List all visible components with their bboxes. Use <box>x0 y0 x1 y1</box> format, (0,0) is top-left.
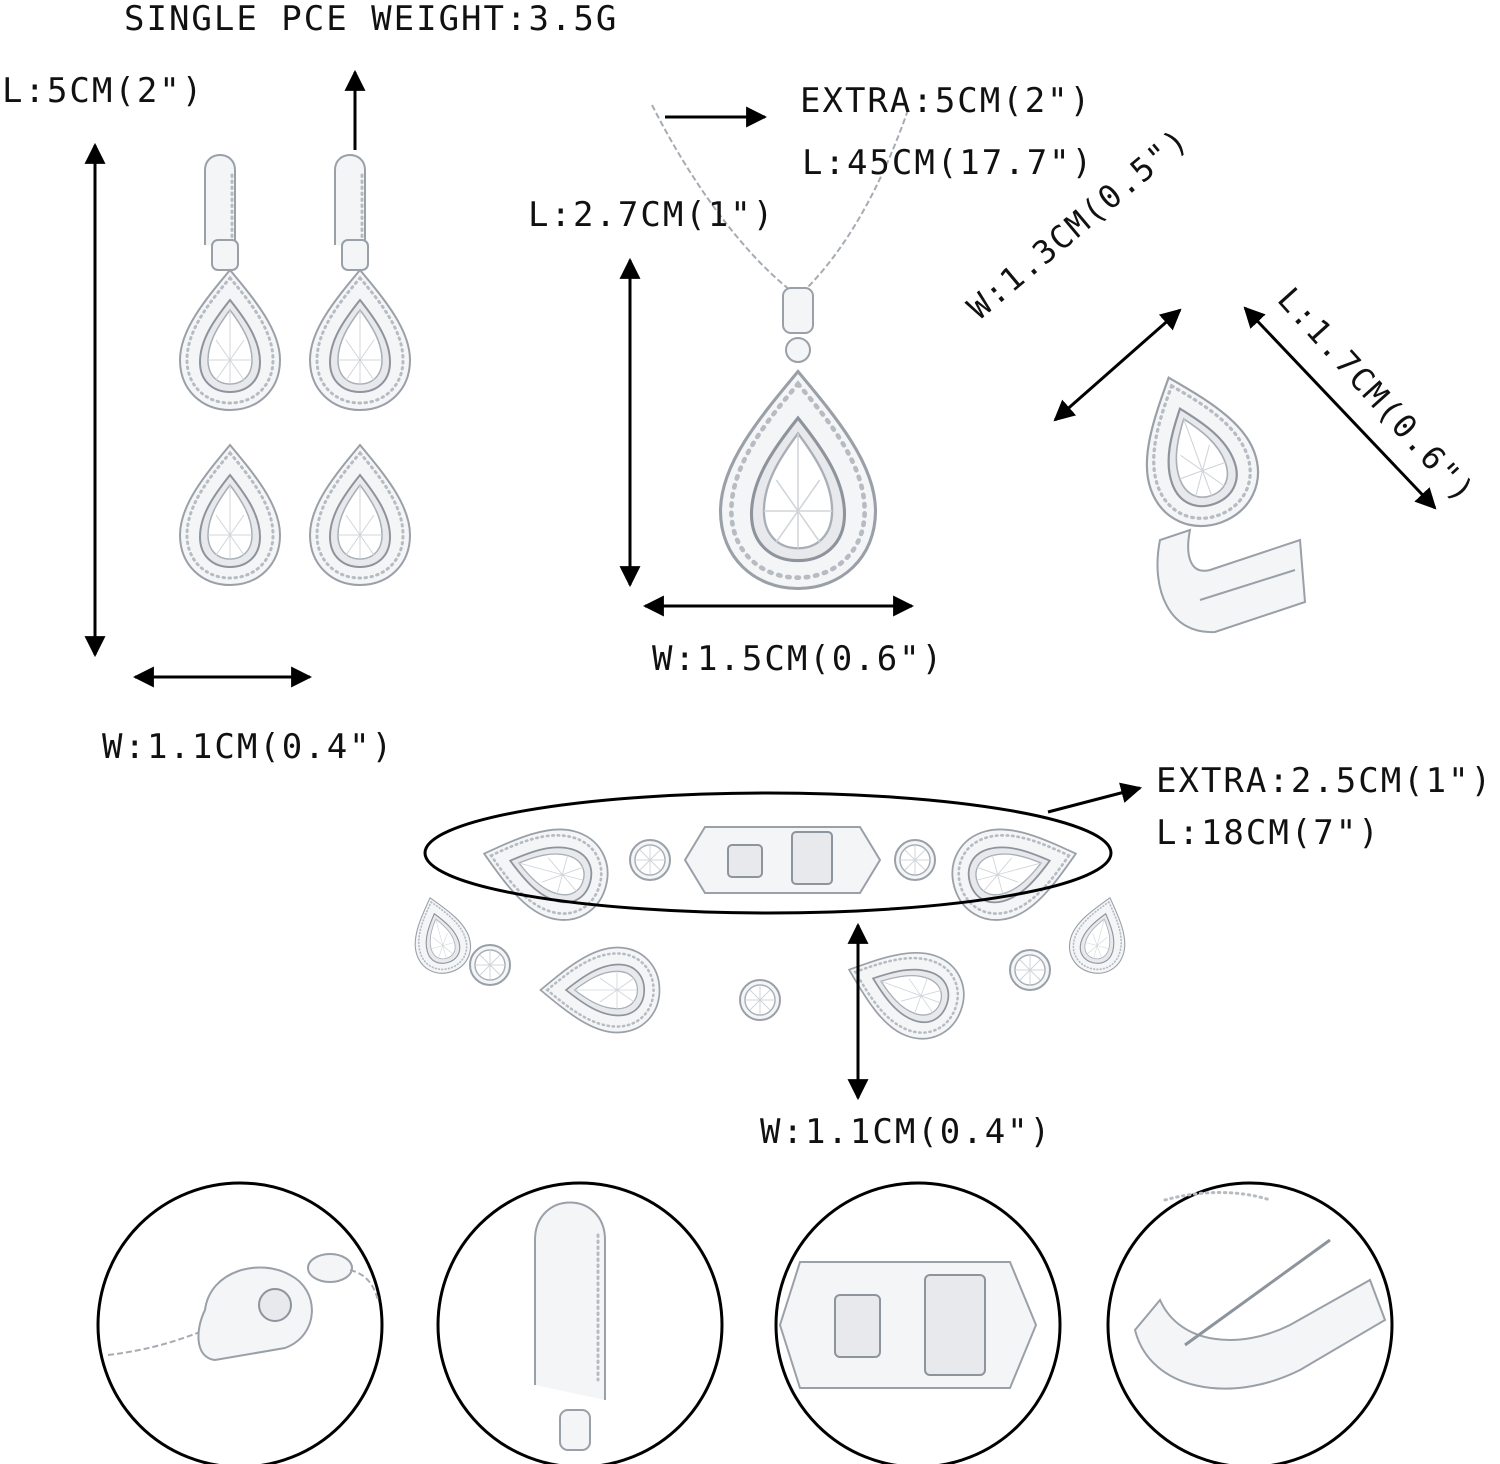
bracelet-extra-label: EXTRA:2.5CM(1") <box>1156 761 1494 801</box>
earring-length-label: L:5CM(2") <box>2 71 205 111</box>
necklace-illustration <box>651 104 909 589</box>
bracelet-extra-arrow-icon <box>1047 782 1143 814</box>
leverback-hook-detail <box>436 1181 724 1464</box>
fold-over-clasp-detail <box>774 1181 1062 1464</box>
bracelet-width-label: W:1.1CM(0.4") <box>760 1112 1053 1152</box>
adjustable-ring-band-detail <box>1106 1181 1394 1464</box>
necklace-extra-label: EXTRA:5CM(2") <box>800 81 1093 121</box>
weight-label: SINGLE PCE WEIGHT:3.5G <box>124 0 619 39</box>
bracelet-length-label: L:18CM(7") <box>1156 813 1381 853</box>
earrings-illustration <box>178 154 412 587</box>
bracelet-illustration <box>402 808 1138 1052</box>
ring-width-arrow-icon <box>1053 308 1182 422</box>
necklace-length-label: L:45CM(17.7") <box>802 143 1095 183</box>
ring-illustration <box>1115 357 1307 634</box>
ring-length-arrow-icon <box>1243 306 1437 510</box>
lobster-clasp-detail <box>96 1181 384 1464</box>
bracelet-clasp-highlight <box>423 791 1113 915</box>
pendant-length-label: L:2.7CM(1") <box>528 195 776 235</box>
earring-width-label: W:1.1CM(0.4") <box>102 727 395 767</box>
pendant-width-label: W:1.5CM(0.6") <box>652 639 945 679</box>
